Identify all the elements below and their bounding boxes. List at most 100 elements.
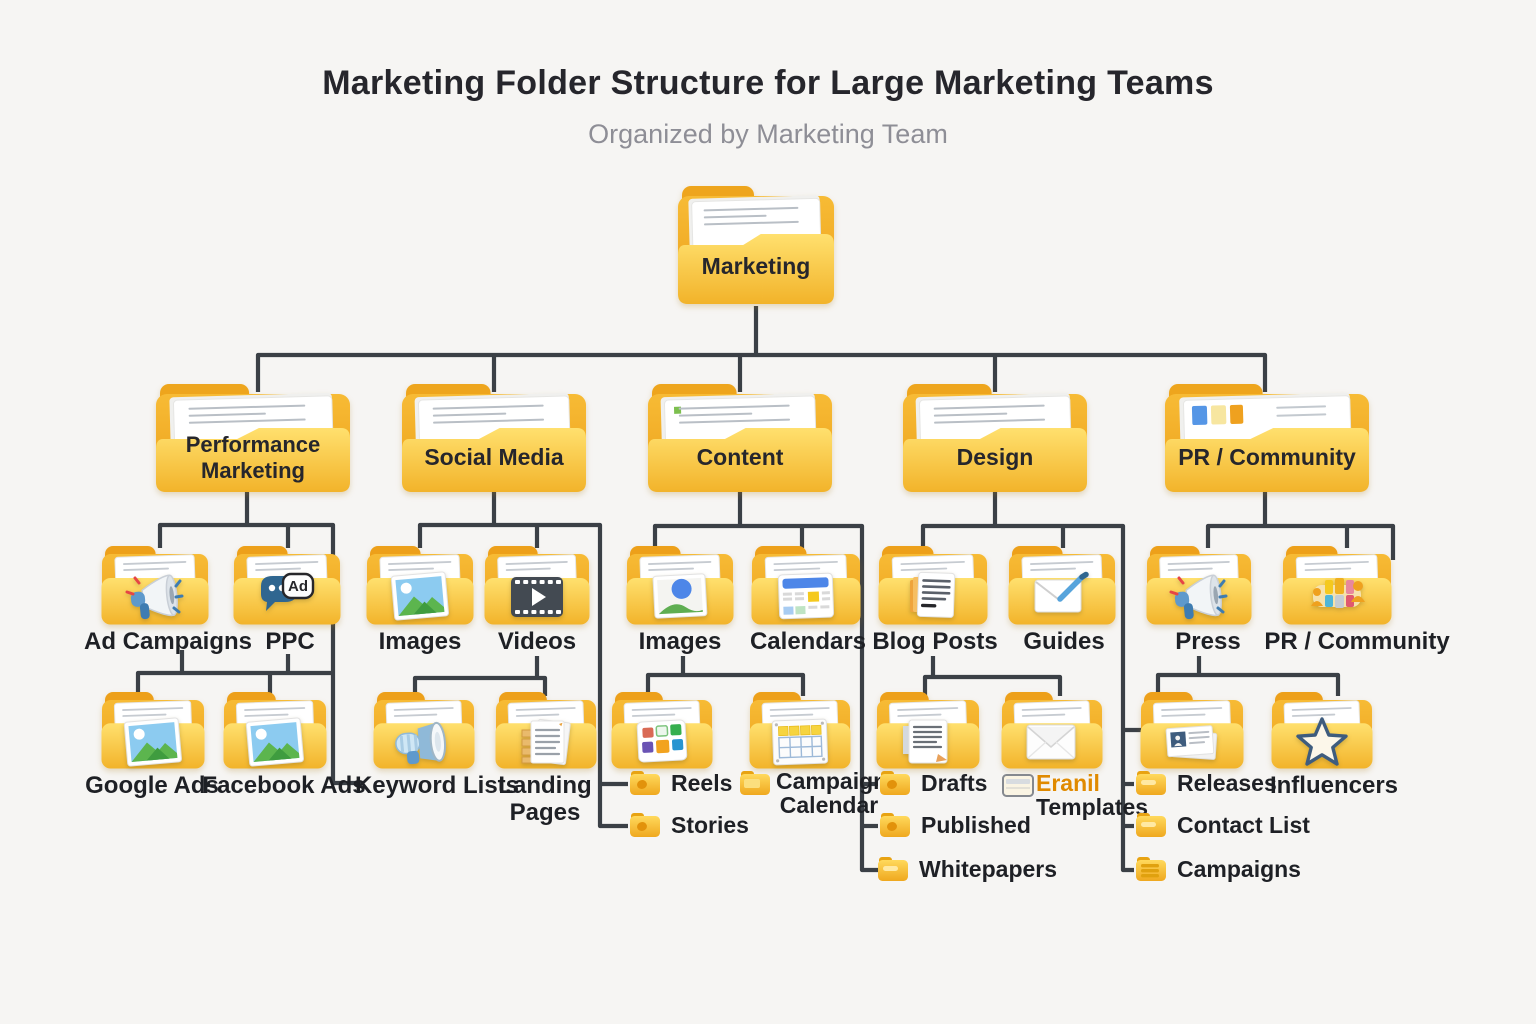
- folder-performance_marketing: Performance Marketing: [154, 384, 352, 494]
- folder-landing_pages: [494, 692, 598, 770]
- community-icon: [1304, 568, 1370, 626]
- folder-label: Content: [696, 444, 784, 471]
- folder-small-icon: [740, 770, 770, 796]
- folder-small-icon: [1136, 812, 1166, 838]
- folder-label-press: Press: [1175, 628, 1241, 655]
- connector: [652, 523, 878, 873]
- doc-stack-icon: [513, 714, 579, 772]
- list-item-label: Releases: [1177, 769, 1277, 796]
- folder-images_social: [365, 546, 475, 626]
- folder-ppc: Ad: [232, 546, 342, 626]
- envelope-icon: [1019, 714, 1085, 772]
- folder-label-ad_campaigns: Ad Campaigns: [83, 628, 253, 655]
- folder-small-icon: [630, 812, 660, 838]
- connector: [922, 674, 1063, 696]
- list-item-stories: Stories: [630, 809, 749, 841]
- folder-label-facebook_ads: Facebook Ads: [202, 772, 366, 799]
- folder-drafts_folder: [875, 692, 981, 770]
- connector: [417, 522, 628, 829]
- spotlight-icon: [391, 714, 457, 772]
- photo-blue-icon: [647, 568, 713, 626]
- folder-keyword_lists: [372, 692, 476, 770]
- folder-label-guides: Guides: [1023, 628, 1105, 655]
- folder-small-icon: [878, 856, 908, 882]
- list-item-label: Published: [921, 811, 1031, 838]
- list-item-contact_list: Contact List: [1136, 809, 1310, 841]
- folder-facebook_ads: [222, 692, 328, 770]
- connector: [920, 523, 1134, 873]
- folder-label-blog_posts: Blog Posts: [872, 628, 998, 655]
- list-item-label: Reels: [671, 769, 733, 796]
- folder-pr_community: PR / Community: [1163, 384, 1371, 494]
- page-title: Marketing Folder Structure for Large Mar…: [322, 64, 1214, 102]
- folder-calendars: [750, 546, 862, 626]
- list-item-label: Campaigns: [1177, 855, 1301, 882]
- list-item-published: Published: [880, 809, 1031, 841]
- folder-label: Performance Marketing: [185, 432, 321, 483]
- folder-blog_posts: [877, 546, 989, 626]
- calendar-doc-icon: [773, 568, 839, 626]
- folder-ad_campaigns: [100, 546, 210, 626]
- list-item-campaigns: Campaigns: [1136, 853, 1301, 885]
- megaphone-icon: [122, 568, 188, 626]
- connector: [412, 675, 548, 696]
- folder-label-google_ads: Google Ads: [85, 772, 219, 799]
- folder-calendar_folder: [748, 692, 852, 770]
- folder-small-icon: [630, 770, 660, 796]
- photo-icon: [387, 568, 453, 626]
- photo-icon: [120, 714, 186, 772]
- folder-influencers: [1270, 692, 1374, 770]
- folder-reels_folder: [610, 692, 714, 770]
- folder-content: Content: [646, 384, 834, 494]
- list-item-drafts: Drafts: [880, 767, 987, 799]
- document-icon: [900, 568, 966, 626]
- list-item-whitepapers: Whitepapers: [878, 853, 1057, 885]
- connector: [1205, 523, 1396, 560]
- list-item-label: Contact List: [1177, 811, 1310, 838]
- list-item-label-accent: Eranil: [1036, 770, 1100, 796]
- folder-templates_folder: [1000, 692, 1104, 770]
- tiles-icon: [629, 714, 695, 772]
- envelope-pen-icon: [1029, 568, 1095, 626]
- folder-small-icon: [1002, 773, 1034, 798]
- list-item-label: Stories: [671, 811, 749, 838]
- list-item-reels: Reels: [630, 767, 732, 799]
- folder-label: Social Media: [424, 444, 564, 471]
- connector: [645, 672, 806, 696]
- folder-design: Design: [901, 384, 1089, 494]
- folder-label-videos: Videos: [497, 628, 577, 655]
- ppc-ad-badge: Ad: [288, 578, 308, 595]
- connector: [1155, 672, 1341, 696]
- connector: [255, 352, 1268, 392]
- list-item-label-rest: Templates: [1036, 794, 1149, 821]
- folder-small-icon: [1136, 770, 1166, 796]
- folder-label-keyword_lists: Keyword Lists: [354, 772, 520, 799]
- list-item-campaign_calendar: [740, 767, 770, 799]
- folder-label: PR / Community: [1178, 444, 1356, 471]
- folder-press_folder: [1139, 692, 1245, 770]
- list-item-label-campaign_calendar: Campaign Calendar: [776, 768, 888, 819]
- folder-label-landing_pages: Landing Pages: [498, 772, 592, 826]
- list-item-email_templates: [1002, 769, 1034, 801]
- folder-guides: [1007, 546, 1117, 626]
- folder-social_media: Social Media: [400, 384, 588, 494]
- doc-pencil-icon: [895, 714, 961, 772]
- list-item-label-email_templates: Eranil Templates: [1036, 771, 1166, 819]
- folder-small-icon: [880, 812, 910, 838]
- folder-small-icon: [1136, 856, 1166, 882]
- folder-small-icon: [880, 770, 910, 796]
- folder-label-images_social: Images: [378, 628, 462, 655]
- connector: [157, 522, 362, 786]
- folder-label: Marketing: [701, 253, 811, 280]
- folder-label-images_content: Images: [638, 628, 722, 655]
- list-item-releases: Releases: [1136, 767, 1277, 799]
- photo-icon: [242, 714, 308, 772]
- star-icon: [1289, 714, 1355, 772]
- page-subtitle: Organized by Marketing Team: [588, 119, 948, 149]
- list-item-label: Whitepapers: [919, 855, 1058, 882]
- calendar-pad-icon: [767, 714, 833, 772]
- folder-label-calendars: Calendars: [749, 628, 867, 655]
- folder-label-influencers: Influencers: [1269, 772, 1399, 799]
